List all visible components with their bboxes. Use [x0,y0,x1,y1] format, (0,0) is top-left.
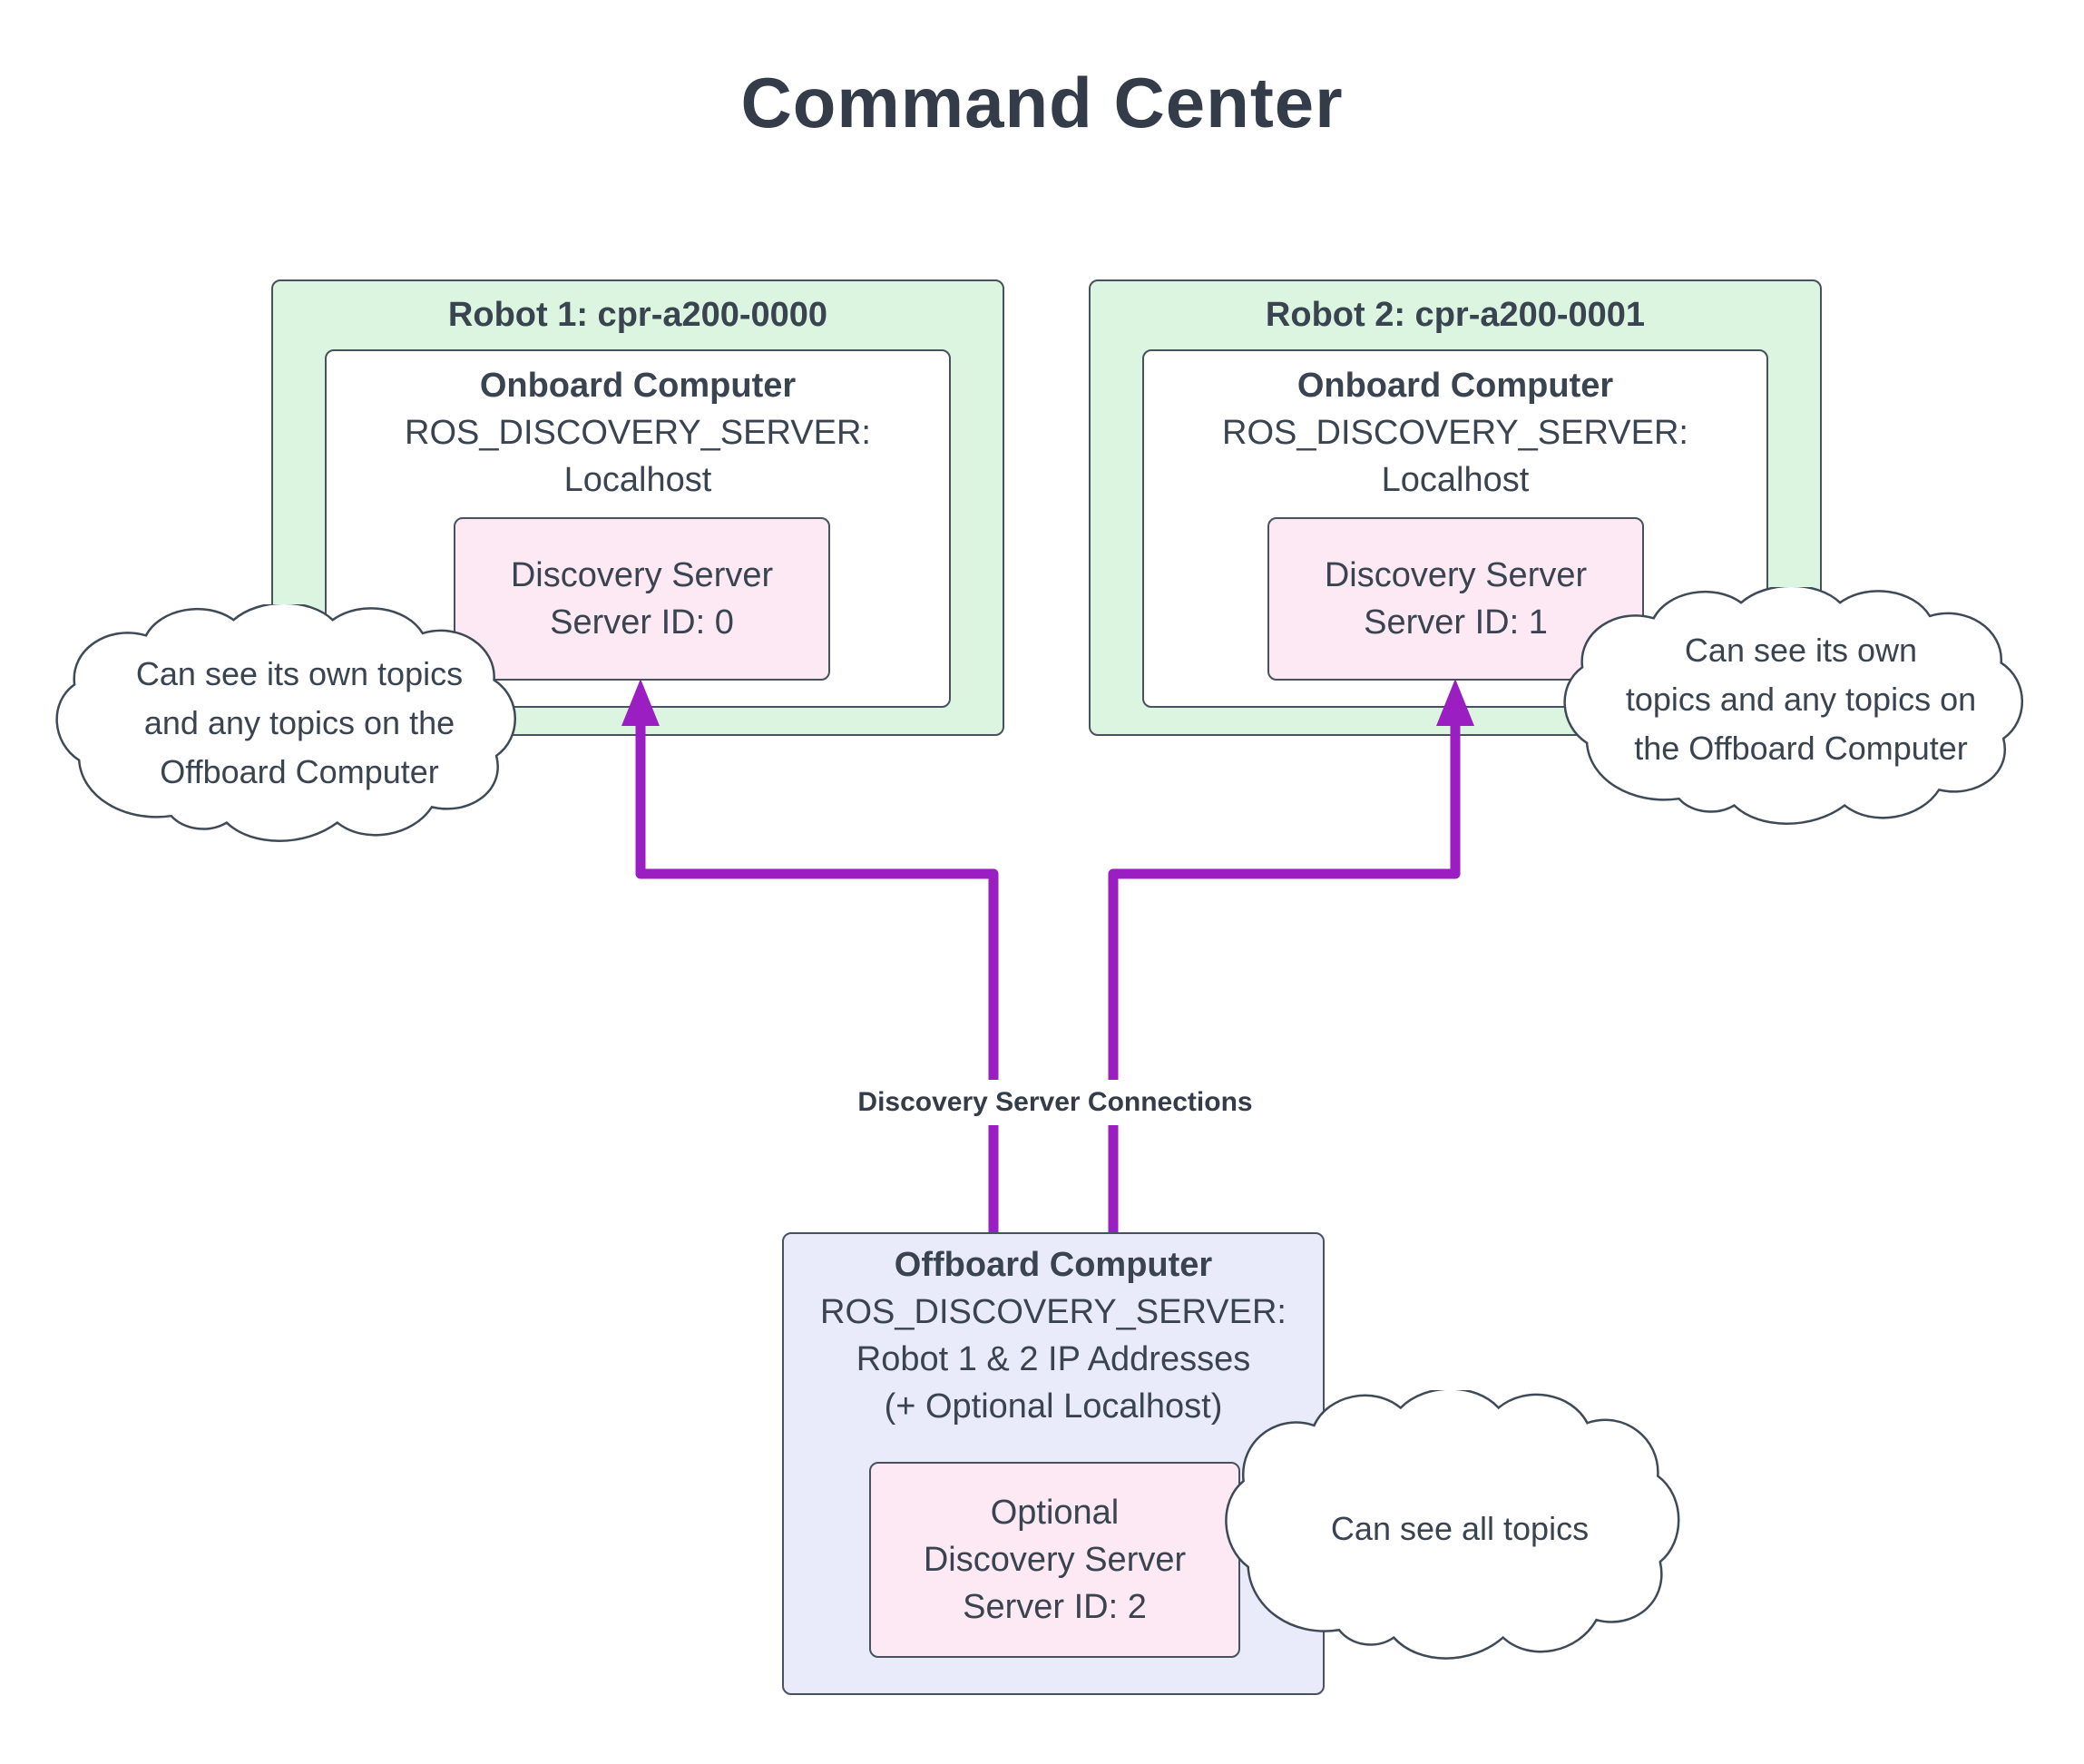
cloud-right-text: Can see its own topics and any topics on… [1565,626,2037,773]
cloud-left-path [57,604,515,841]
robot-2-discovery-server-text: Discovery Server Server ID: 1 [1267,552,1644,646]
robot-2-localhost-line: Localhost [1381,461,1530,499]
robot-2-ros-discovery-server-line: ROS_DISCOVERY_SERVER: [1222,414,1688,452]
cloud-right-shape [1548,587,2054,832]
robot-1-discovery-server-box [454,517,830,681]
offboard-discovery-server-title: Discovery Server [923,1541,1187,1579]
robot-1-onboard-computer-title: Onboard Computer [479,367,797,405]
cloud-left-text: Can see its own topics and any topics on… [64,650,535,797]
cloud-bottom-text: Can see all topics [1224,1504,1696,1553]
offboard-computer-title: Offboard Computer [894,1246,1213,1284]
robot-1-server-id: Server ID: 0 [550,603,734,642]
connection-label: Discovery Server Connections [824,1080,1287,1125]
robot-1-label: Robot 1: cpr-a200-0000 [447,296,828,334]
arrow-line-to-robot-2 [1108,720,1461,1232]
offboard-server-id: Server ID: 2 [963,1588,1147,1626]
robot-2-discovery-server-box [1267,517,1644,681]
robot-1-discovery-server-text: Discovery Server Server ID: 0 [454,552,830,646]
offboard-ros-discovery-server-line: ROS_DISCOVERY_SERVER: [820,1293,1287,1331]
diagram-title: Command Center [740,63,1344,142]
cloud-bottom-line-1: Can see all topics [1330,1510,1590,1547]
offboard-ip-addresses-line: Robot 1 & 2 IP Addresses [856,1340,1251,1378]
cloud-right-line-1: Can see its own [1684,632,1918,669]
cloud-right-line-3: the Offboard Computer [1634,730,1968,767]
cloud-bottom-shape [1209,1390,1710,1668]
offboard-discovery-server-box [869,1462,1240,1658]
robot-1-onboard-computer-text: Onboard Computer ROS_DISCOVERY_SERVER: L… [325,362,951,504]
robot-2-label: Robot 2: cpr-a200-0001 [1265,296,1646,334]
cloud-left-shape [40,604,547,849]
cloud-right-line-2: topics and any topics on [1625,681,1977,718]
robot-1-localhost-line: Localhost [563,461,712,499]
arrowhead-robot-2 [1436,679,1474,726]
cloud-left-line-3: Offboard Computer [160,753,439,790]
robot-2-discovery-server-title: Discovery Server [1324,556,1588,594]
cloud-left-line-1: Can see its own topics [135,655,464,692]
offboard-computer-text: Offboard Computer ROS_DISCOVERY_SERVER: … [782,1241,1325,1430]
robot-1-ros-discovery-server-line: ROS_DISCOVERY_SERVER: [405,414,871,452]
robot-1-discovery-server-title: Discovery Server [510,556,774,594]
cloud-left-line-2: and any topics on the [143,704,455,741]
cloud-right-path [1565,587,2022,824]
cloud-bottom-path [1226,1390,1678,1659]
offboard-optional-line: Optional [990,1494,1120,1532]
offboard-optional-localhost-line: (+ Optional Localhost) [884,1387,1223,1426]
robot-2-onboard-computer-text: Onboard Computer ROS_DISCOVERY_SERVER: L… [1142,362,1768,504]
robot-2-onboard-computer-title: Onboard Computer [1296,367,1614,405]
robot-2-server-id: Server ID: 1 [1364,603,1548,642]
arrow-line-to-robot-1 [635,720,999,1232]
offboard-discovery-server-text: Optional Discovery Server Server ID: 2 [869,1489,1240,1631]
arrowhead-robot-1 [621,679,660,726]
